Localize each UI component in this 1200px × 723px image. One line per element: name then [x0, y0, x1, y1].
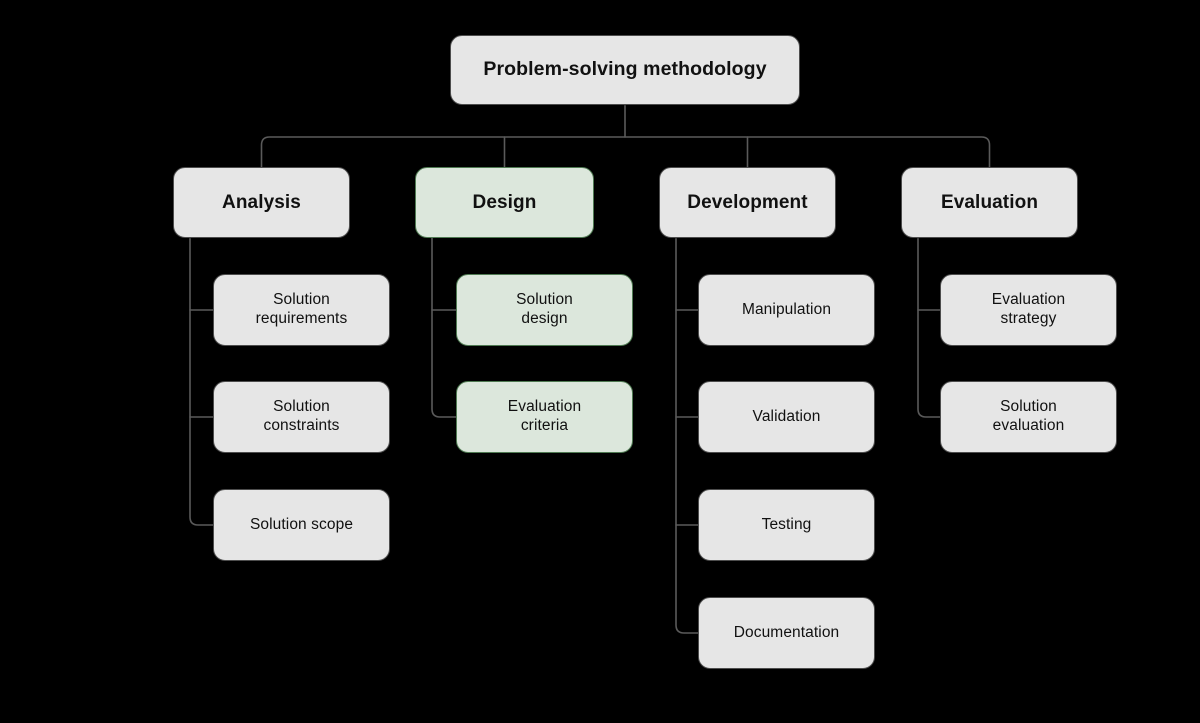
leaf-node-validation[interactable]: Validation [698, 381, 875, 453]
leaf-node-solution-constraints[interactable]: Solution constraints [213, 381, 390, 453]
leaf-node-documentation[interactable]: Documentation [698, 597, 875, 669]
leaf-node-testing[interactable]: Testing [698, 489, 875, 561]
edge-trunk-design [431, 237, 457, 418]
leaf-node-solution-design[interactable]: Solution design [456, 274, 633, 346]
branch-node-development[interactable]: Development [659, 167, 836, 238]
leaf-node-evaluation-criteria[interactable]: Evaluation criteria [456, 381, 633, 453]
edge-trunk-analysis [189, 237, 214, 526]
leaf-node-solution-scope[interactable]: Solution scope [213, 489, 390, 561]
leaf-node-manipulation[interactable]: Manipulation [698, 274, 875, 346]
leaf-node-evaluation-strategy[interactable]: Evaluation strategy [940, 274, 1117, 346]
edge-trunk-development [675, 237, 699, 634]
root-node-problem-solving-methodology[interactable]: Problem-solving methodology [450, 35, 800, 105]
edge-level2-bus [260, 136, 991, 168]
branch-node-design[interactable]: Design [415, 167, 594, 238]
leaf-node-solution-requirements[interactable]: Solution requirements [213, 274, 390, 346]
leaf-node-solution-evaluation[interactable]: Solution evaluation [940, 381, 1117, 453]
edge-trunk-evaluation [917, 237, 941, 418]
branch-node-analysis[interactable]: Analysis [173, 167, 350, 238]
branch-node-evaluation[interactable]: Evaluation [901, 167, 1078, 238]
